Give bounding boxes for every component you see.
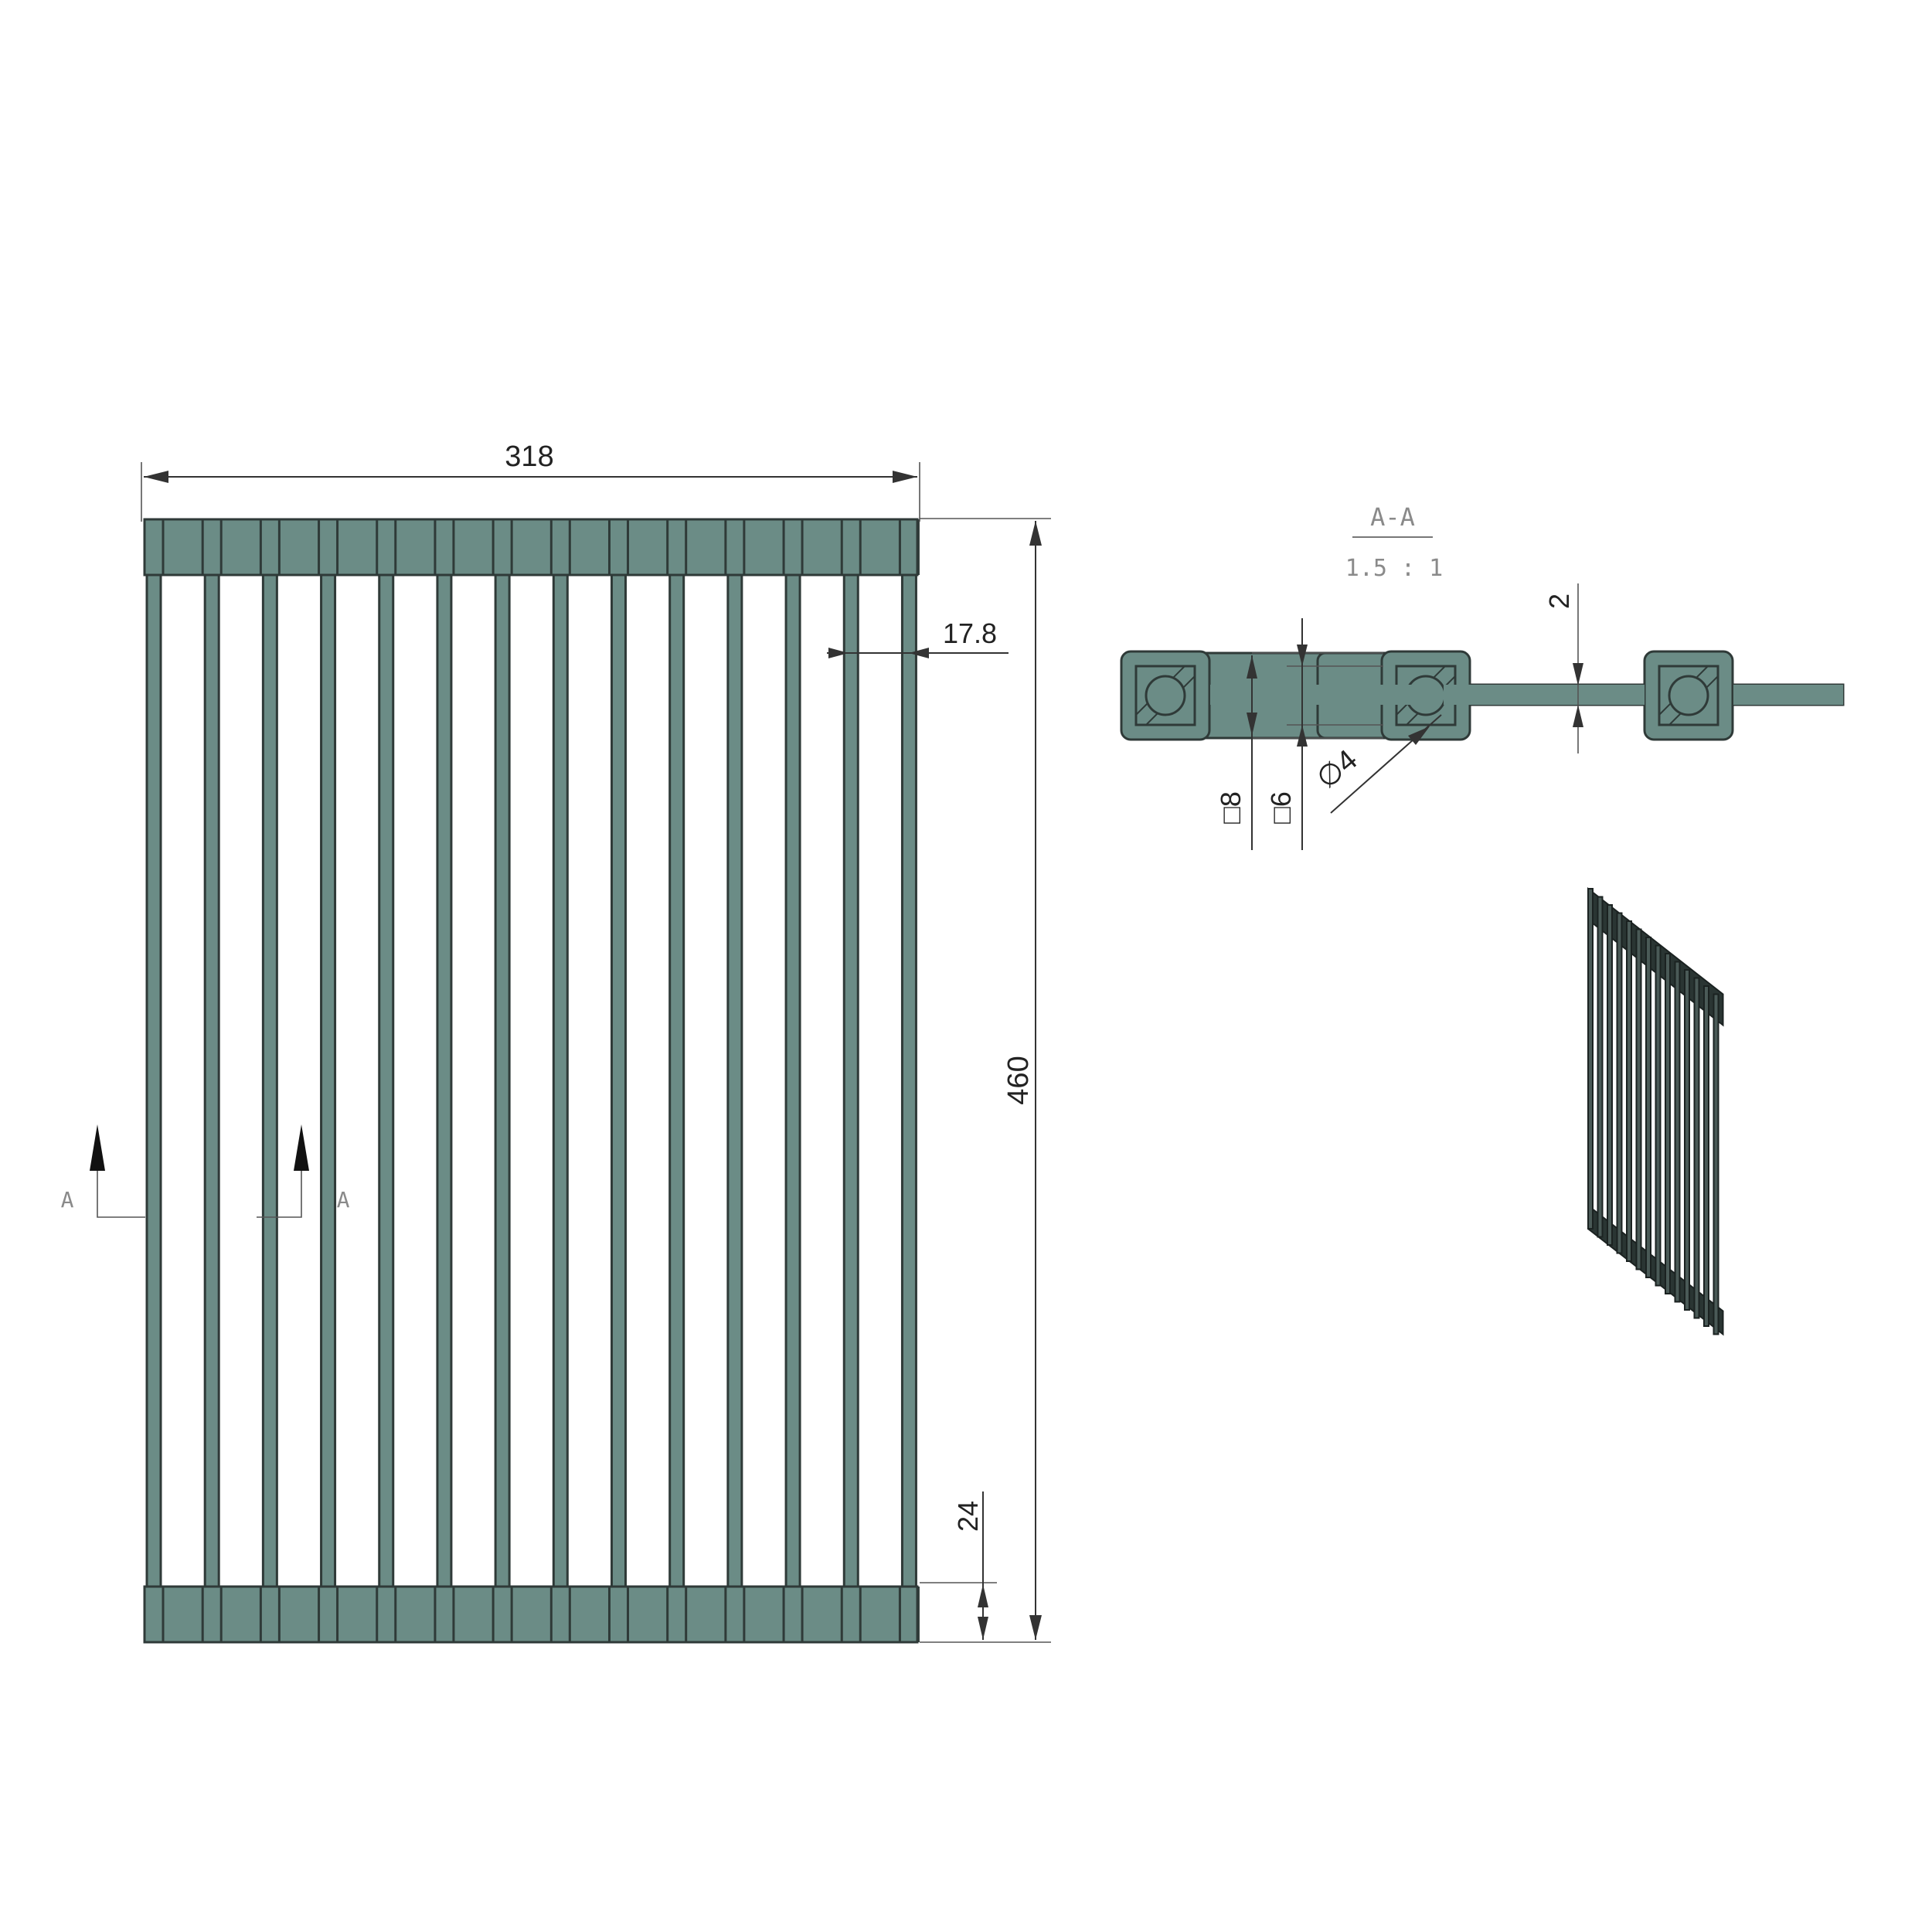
section-profile xyxy=(1120,650,1845,741)
rack-bar xyxy=(203,572,220,1590)
rack-bar xyxy=(436,572,453,1590)
iso-bar xyxy=(1693,977,1700,1319)
rack-bar xyxy=(726,572,743,1590)
web-fill xyxy=(1210,685,1413,705)
rack-bar xyxy=(145,572,162,1590)
section-scale-label: 1.5 : 1 xyxy=(1345,555,1443,582)
web-fill xyxy=(1444,685,1645,705)
section-title-label: A-A xyxy=(1370,502,1415,532)
outer-square-label: □8 xyxy=(1215,791,1247,824)
rack-bar xyxy=(900,572,917,1590)
rack-bar xyxy=(261,572,278,1590)
end-strip-label: 24 xyxy=(952,1501,984,1532)
iso-bar xyxy=(1587,888,1594,1230)
height-dimension: 460 xyxy=(920,518,1051,1643)
isometric-view xyxy=(1587,886,1724,1336)
profile-cell xyxy=(1120,650,1211,741)
iso-bar xyxy=(1713,993,1719,1335)
rack-bar xyxy=(320,572,337,1590)
rack-bar xyxy=(668,572,685,1590)
width-label: 318 xyxy=(505,440,553,473)
height-label: 460 xyxy=(1002,1056,1035,1104)
section-mark-right-label: A xyxy=(337,1187,350,1213)
width-dimension: 318 xyxy=(141,440,920,522)
inner-square-label: □6 xyxy=(1265,791,1297,824)
section-mark-left: A xyxy=(61,1124,145,1218)
strip-body xyxy=(143,1585,919,1644)
pitch-dimension: 17.8 xyxy=(827,617,1009,658)
pitch-label: 17.8 xyxy=(943,617,997,649)
iso-bar xyxy=(1645,937,1651,1278)
square-dimensions: □8 □6 xyxy=(1215,618,1383,850)
rack-bar xyxy=(784,572,801,1590)
bottom-strip xyxy=(143,1585,920,1644)
iso-bar xyxy=(1616,912,1623,1254)
iso-bar xyxy=(1597,896,1604,1238)
iso-bar xyxy=(1665,953,1671,1294)
top-strip xyxy=(143,518,920,577)
iso-bar xyxy=(1626,920,1632,1262)
diameter-label: ∅4 xyxy=(1311,743,1364,795)
thickness-dimension: 2 xyxy=(1543,583,1583,753)
iso-bar xyxy=(1703,985,1709,1327)
rack-bar xyxy=(378,572,395,1590)
end-strips xyxy=(143,518,920,1644)
front-view xyxy=(143,518,920,1644)
rack-bar xyxy=(552,572,569,1590)
section-mark-left-label: A xyxy=(61,1187,74,1213)
iso-bar xyxy=(1655,944,1662,1287)
section-title: A-A 1.5 : 1 xyxy=(1345,502,1443,582)
iso-bar xyxy=(1607,904,1613,1246)
web-fill xyxy=(1733,685,1843,705)
profile-cell xyxy=(1643,650,1734,741)
end-strip-dimension: 24 xyxy=(920,1492,997,1640)
strip-body xyxy=(143,518,919,577)
rack-bars xyxy=(145,572,917,1590)
thickness-label: 2 xyxy=(1543,594,1575,609)
rack-bar xyxy=(842,572,859,1590)
rack-bar xyxy=(494,572,511,1590)
round-bar xyxy=(1145,675,1186,716)
iso-bar xyxy=(1635,928,1642,1270)
round-bar xyxy=(1668,675,1709,716)
iso-bar xyxy=(1674,961,1681,1303)
section-mark-right: A xyxy=(257,1124,350,1218)
rack-bar xyxy=(611,572,628,1590)
iso-bar xyxy=(1684,969,1690,1311)
